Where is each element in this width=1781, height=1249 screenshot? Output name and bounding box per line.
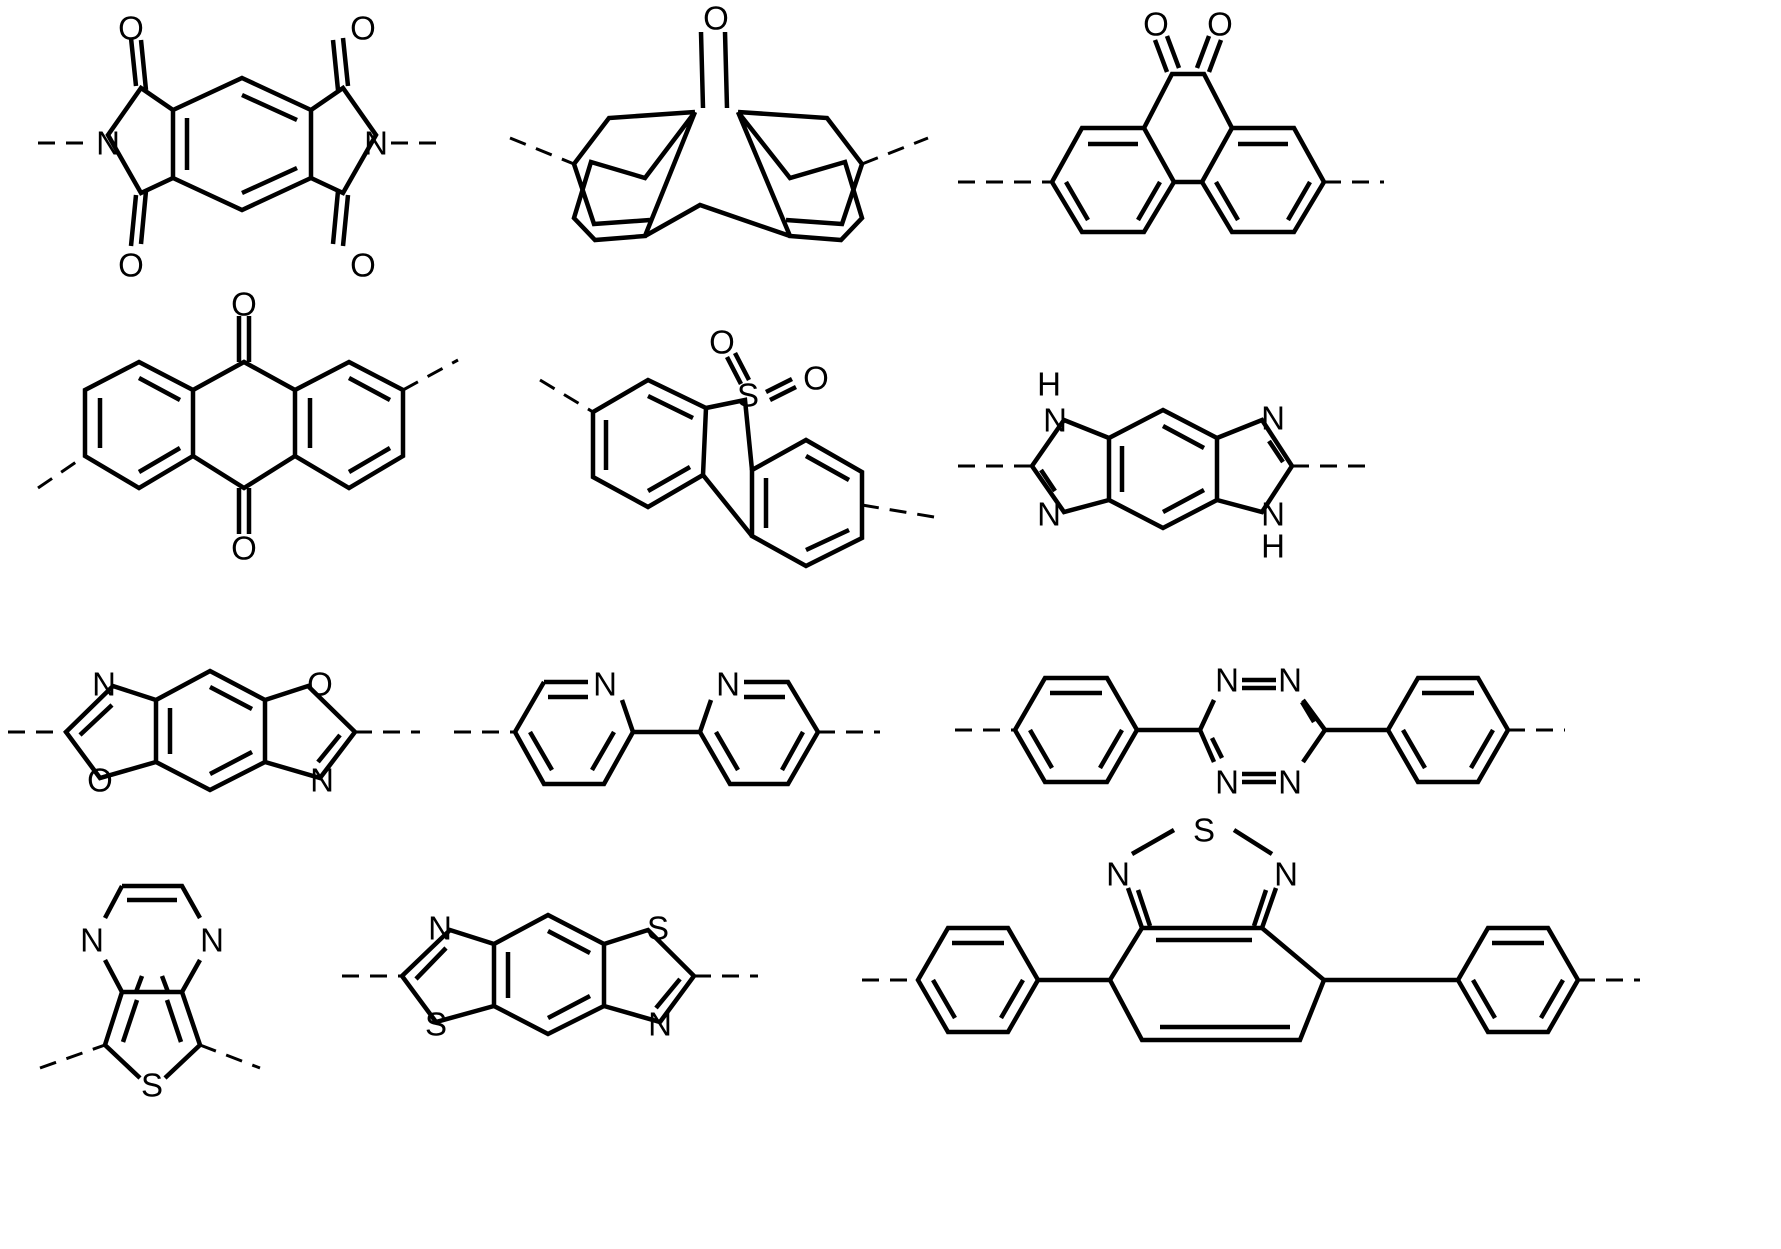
molecule-fluorenone: O <box>509 0 929 243</box>
sulfur-label: S <box>1193 812 1215 849</box>
nitrogen-label: N <box>1215 662 1239 699</box>
oxygen-label: O <box>703 0 729 37</box>
oxygen-label: O <box>1143 6 1169 43</box>
oxygen-label: O <box>118 10 144 47</box>
hydrogen-label: H <box>1261 528 1285 565</box>
nitrogen-label: N <box>716 666 740 703</box>
molecule-pyromellitic-diimide: O O O O N N <box>38 10 446 284</box>
molecule-bipyridine: N N <box>454 666 880 787</box>
nitrogen-label: N <box>1215 764 1239 801</box>
nitrogen-label: N <box>364 125 388 162</box>
sulfur-label: S <box>737 377 759 414</box>
nitrogen-label: N <box>1278 764 1302 801</box>
nitrogen-label: N <box>1043 402 1067 439</box>
nitrogen-label: N <box>1106 856 1130 893</box>
molecule-thienopyrazine: N N S <box>39 883 261 1104</box>
nitrogen-label: N <box>1274 856 1298 893</box>
nitrogen-label: N <box>1261 400 1285 437</box>
molecule-phenanthrenequinone: O O <box>958 6 1384 235</box>
nitrogen-label: N <box>80 922 104 959</box>
molecule-benzobisthiazole: N S S N <box>342 910 758 1043</box>
nitrogen-label: N <box>593 666 617 703</box>
sulfur-label: S <box>425 1006 447 1043</box>
oxygen-label: O <box>231 530 257 567</box>
oxygen-label: O <box>803 360 829 397</box>
nitrogen-label: N <box>648 1006 672 1043</box>
nitrogen-label: N <box>96 125 120 162</box>
molecule-benzobisoxazole: N O O N <box>8 666 420 799</box>
oxygen-label: O <box>118 247 144 284</box>
oxygen-label: O <box>350 10 376 47</box>
oxygen-label: O <box>307 666 333 703</box>
sulfur-label: S <box>141 1067 163 1104</box>
molecule-anthraquinone: O O <box>37 286 459 567</box>
molecule-diphenyl-benzothiadiazole: S N N <box>862 812 1640 1043</box>
oxygen-label: O <box>87 762 113 799</box>
molecule-diphenyl-tetrazine: N N N N <box>955 662 1565 801</box>
oxygen-label: O <box>350 247 376 284</box>
oxygen-label: O <box>231 286 257 323</box>
nitrogen-label: N <box>200 922 224 959</box>
nitrogen-label: N <box>1278 662 1302 699</box>
nitrogen-label: N <box>1261 496 1285 533</box>
molecule-benzobisimidazole: N H N N N H <box>958 366 1372 565</box>
oxygen-label: O <box>1207 6 1233 43</box>
sulfur-label: S <box>647 910 669 947</box>
hydrogen-label: H <box>1037 366 1061 403</box>
nitrogen-label: N <box>310 762 334 799</box>
nitrogen-label: N <box>92 666 116 703</box>
oxygen-label: O <box>709 324 735 361</box>
nitrogen-label: N <box>1037 496 1061 533</box>
nitrogen-label: N <box>428 910 452 947</box>
molecule-dibenzothiophene-dioxide: S O O <box>539 324 941 569</box>
